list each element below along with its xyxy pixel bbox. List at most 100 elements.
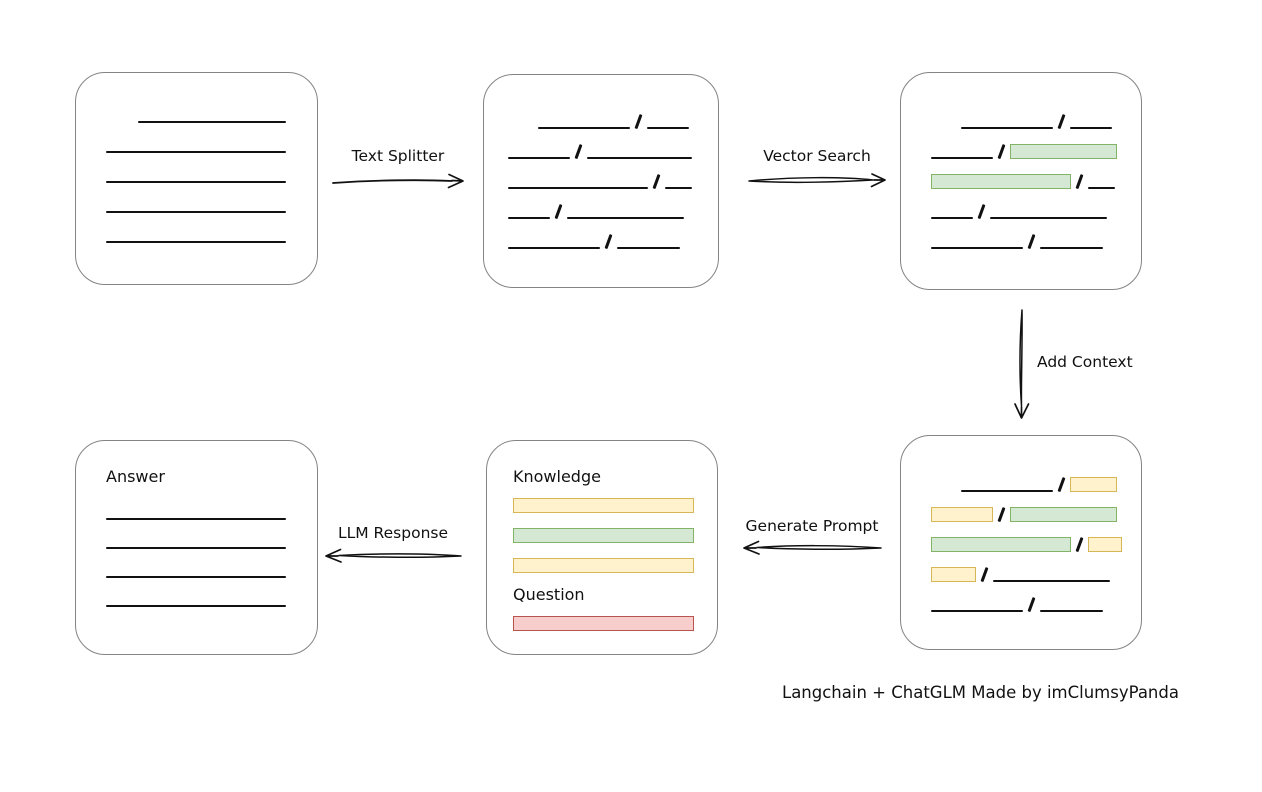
knowledge-bars bbox=[513, 496, 717, 573]
green-highlight bbox=[513, 528, 694, 543]
text-row bbox=[508, 113, 718, 129]
yellow-highlight bbox=[1069, 477, 1117, 492]
slash-separator bbox=[554, 204, 562, 219]
text-line bbox=[1069, 127, 1112, 129]
slash-separator bbox=[1027, 234, 1035, 249]
slash-separator bbox=[652, 174, 660, 189]
answer-box: Answer bbox=[75, 440, 318, 655]
text-line bbox=[664, 187, 692, 189]
text-line bbox=[106, 181, 286, 183]
text-line bbox=[931, 610, 1023, 612]
text-line bbox=[646, 127, 689, 129]
slash-separator bbox=[1057, 477, 1065, 492]
text-line bbox=[931, 157, 993, 159]
diagram-caption: Langchain + ChatGLM Made by imClumsyPand… bbox=[782, 683, 1179, 702]
text-row bbox=[513, 614, 717, 631]
text-row bbox=[106, 137, 317, 153]
text-row bbox=[106, 591, 317, 607]
slash-separator bbox=[977, 204, 985, 219]
vector-search-results-box bbox=[900, 72, 1142, 290]
text-row bbox=[106, 562, 317, 578]
text-row bbox=[931, 143, 1141, 159]
text-row bbox=[106, 197, 317, 213]
text-line bbox=[106, 576, 286, 578]
text-line bbox=[508, 157, 570, 159]
yellow-highlight bbox=[931, 567, 976, 582]
text-line bbox=[138, 121, 286, 123]
text-row bbox=[508, 173, 718, 189]
text-row bbox=[931, 596, 1141, 612]
text-line bbox=[616, 247, 680, 249]
generate-prompt-label: Generate Prompt bbox=[745, 517, 879, 535]
text-line bbox=[931, 217, 973, 219]
context-chunks-box bbox=[900, 435, 1142, 650]
text-line bbox=[586, 157, 692, 159]
text-line bbox=[961, 490, 1053, 492]
yellow-highlight bbox=[931, 507, 993, 522]
text-row bbox=[106, 504, 317, 520]
chunk-lines bbox=[508, 113, 718, 249]
green-highlight bbox=[1009, 507, 1117, 522]
slash-separator bbox=[1075, 174, 1083, 189]
green-highlight bbox=[1009, 144, 1117, 159]
text-row bbox=[106, 167, 317, 183]
slash-separator bbox=[1075, 537, 1083, 552]
question-bar bbox=[513, 614, 717, 631]
llm-response-arrow-icon bbox=[325, 548, 462, 563]
indent-spacer bbox=[931, 128, 961, 129]
text-row bbox=[106, 533, 317, 549]
slash-separator bbox=[997, 507, 1005, 522]
document-lines bbox=[106, 107, 317, 243]
text-row bbox=[508, 203, 718, 219]
text-row bbox=[931, 203, 1141, 219]
knowledge-label: Knowledge bbox=[513, 467, 601, 486]
slash-separator bbox=[1027, 597, 1035, 612]
text-row bbox=[931, 566, 1141, 582]
text-splitter-arrow-icon bbox=[332, 173, 464, 189]
text-line bbox=[106, 211, 286, 213]
answer-label: Answer bbox=[106, 467, 165, 486]
text-line bbox=[508, 217, 550, 219]
slash-separator bbox=[997, 144, 1005, 159]
text-row bbox=[513, 556, 717, 573]
search-result-lines bbox=[931, 113, 1141, 249]
vector-search-arrow-icon bbox=[748, 173, 886, 188]
text-line bbox=[566, 217, 684, 219]
green-highlight bbox=[931, 537, 1071, 552]
text-row bbox=[508, 233, 718, 249]
text-line bbox=[508, 247, 600, 249]
slash-separator bbox=[1057, 114, 1065, 129]
text-row bbox=[106, 227, 317, 243]
text-row bbox=[106, 107, 317, 123]
text-line bbox=[538, 127, 630, 129]
vector-search-label: Vector Search bbox=[763, 147, 871, 165]
indent-spacer bbox=[931, 491, 961, 492]
text-row bbox=[513, 526, 717, 543]
text-row bbox=[931, 173, 1141, 189]
yellow-highlight bbox=[1087, 537, 1122, 552]
text-line bbox=[1087, 187, 1115, 189]
text-row bbox=[513, 496, 717, 513]
text-line bbox=[992, 580, 1110, 582]
context-lines bbox=[931, 476, 1141, 612]
add-context-arrow-icon bbox=[1014, 309, 1030, 419]
yellow-highlight bbox=[513, 558, 694, 573]
slash-separator bbox=[604, 234, 612, 249]
green-highlight bbox=[931, 174, 1071, 189]
slash-separator bbox=[980, 567, 988, 582]
text-row bbox=[931, 113, 1141, 129]
slash-separator bbox=[634, 114, 642, 129]
text-row bbox=[931, 233, 1141, 249]
text-row bbox=[508, 143, 718, 159]
text-line bbox=[1039, 247, 1103, 249]
text-row bbox=[931, 476, 1141, 492]
text-line bbox=[931, 247, 1023, 249]
answer-lines bbox=[106, 504, 317, 607]
source-document-box bbox=[75, 72, 318, 285]
question-label: Question bbox=[513, 585, 585, 604]
text-row bbox=[931, 506, 1141, 522]
yellow-highlight bbox=[513, 498, 694, 513]
text-row bbox=[931, 536, 1141, 552]
prompt-box: Knowledge Question bbox=[486, 440, 718, 655]
